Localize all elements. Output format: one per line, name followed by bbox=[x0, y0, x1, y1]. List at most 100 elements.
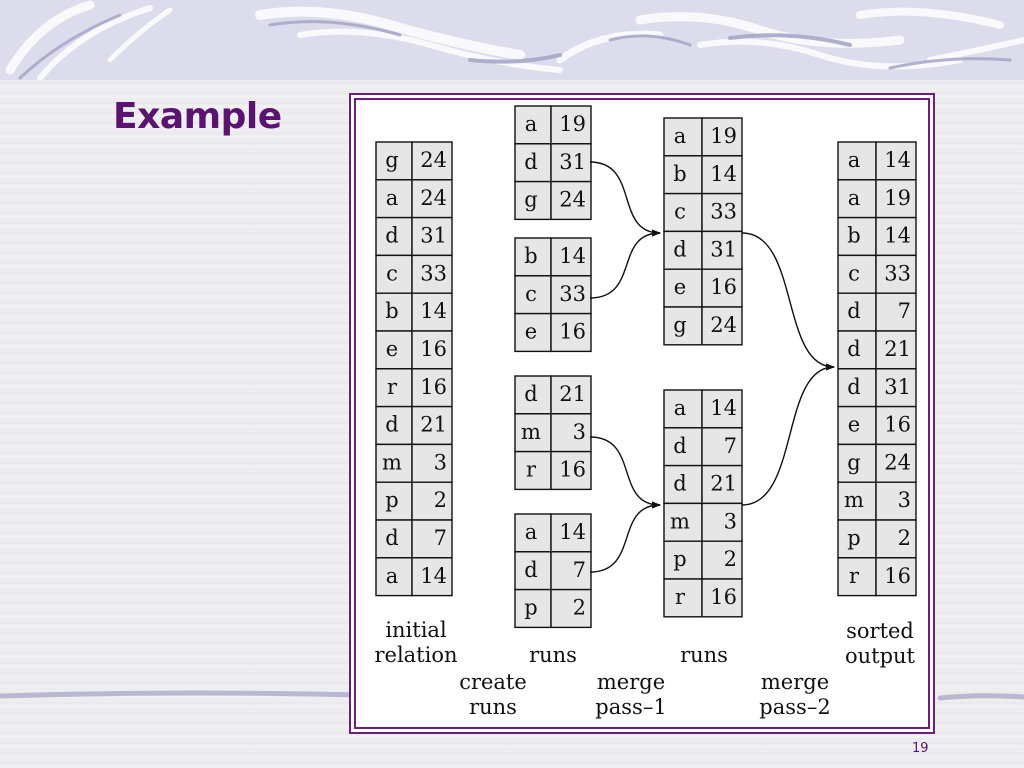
value-cell bbox=[550, 312, 592, 353]
key-cell bbox=[837, 481, 877, 521]
key-cell bbox=[837, 179, 877, 219]
key-text: r bbox=[849, 564, 860, 588]
value-text: 16 bbox=[884, 564, 911, 588]
key-text: a bbox=[848, 186, 861, 210]
arrow-merged-2-to-output bbox=[741, 363, 835, 506]
value-cell bbox=[875, 368, 917, 408]
key-cell bbox=[837, 254, 877, 294]
table-row: c 33 bbox=[837, 254, 917, 294]
value-text: 21 bbox=[420, 413, 447, 437]
value-text: 24 bbox=[884, 450, 911, 474]
value-text: 16 bbox=[559, 458, 586, 482]
value-text: 24 bbox=[420, 148, 447, 172]
value-text: 2 bbox=[724, 547, 737, 571]
arrow-run-1-to-merge-1 bbox=[589, 161, 661, 237]
key-text: p bbox=[385, 488, 398, 512]
key-cell bbox=[375, 481, 413, 521]
value-cell bbox=[550, 180, 592, 221]
value-cell bbox=[701, 306, 743, 346]
key-cell bbox=[514, 312, 552, 353]
key-text: r bbox=[675, 585, 686, 609]
label-line: initial bbox=[385, 618, 447, 642]
decorative-swoosh bbox=[0, 690, 1024, 701]
key-cell bbox=[514, 413, 552, 453]
label-line: pass–1 bbox=[595, 695, 666, 719]
arrow-run-3-to-merge-2 bbox=[589, 436, 661, 509]
value-cell bbox=[411, 405, 453, 446]
value-cell bbox=[411, 292, 453, 332]
value-text: 31 bbox=[884, 375, 911, 399]
value-text: 14 bbox=[884, 148, 911, 172]
value-text: 2 bbox=[573, 596, 586, 620]
table-row: a 19 bbox=[837, 179, 917, 219]
value-text: 33 bbox=[710, 200, 737, 224]
value-text: 16 bbox=[710, 275, 737, 299]
key-cell bbox=[375, 443, 413, 483]
key-text: p bbox=[524, 596, 537, 620]
value-text: 14 bbox=[420, 564, 447, 588]
value-cell bbox=[411, 368, 453, 408]
value-cell bbox=[875, 519, 917, 559]
value-text: 33 bbox=[420, 261, 447, 285]
key-text: a bbox=[525, 520, 538, 544]
value-cell bbox=[701, 389, 743, 429]
value-cell bbox=[411, 330, 453, 370]
value-cell bbox=[875, 216, 917, 257]
key-text: r bbox=[526, 458, 537, 482]
key-cell bbox=[663, 155, 703, 195]
slide-title: Example bbox=[113, 96, 282, 137]
value-text: 21 bbox=[559, 382, 586, 406]
key-text: d bbox=[524, 150, 537, 174]
key-text: c bbox=[848, 261, 860, 285]
key-cell bbox=[375, 292, 413, 332]
arrow-run-2-to-merge-1 bbox=[589, 229, 661, 299]
value-text: 19 bbox=[884, 186, 911, 210]
value-cell bbox=[875, 330, 917, 370]
key-text: g bbox=[673, 313, 686, 337]
value-text: 14 bbox=[710, 162, 737, 186]
key-text: e bbox=[386, 337, 398, 361]
key-cell bbox=[375, 141, 413, 181]
key-cell bbox=[514, 588, 552, 629]
key-text: e bbox=[848, 413, 860, 437]
label-line: merge bbox=[597, 670, 665, 694]
key-text: m bbox=[521, 420, 541, 444]
key-cell bbox=[514, 237, 552, 277]
key-cell bbox=[663, 117, 703, 157]
value-text: 33 bbox=[559, 282, 586, 306]
key-text: p bbox=[847, 526, 860, 550]
value-cell bbox=[411, 519, 453, 559]
key-cell bbox=[514, 375, 552, 415]
key-text: a bbox=[386, 186, 399, 210]
value-text: 19 bbox=[710, 124, 737, 148]
value-cell bbox=[411, 443, 453, 483]
value-cell bbox=[875, 481, 917, 521]
value-cell bbox=[550, 450, 592, 491]
key-cell bbox=[514, 513, 552, 553]
label-line: relation bbox=[374, 643, 457, 667]
value-text: 33 bbox=[884, 261, 911, 285]
value-text: 19 bbox=[559, 112, 586, 136]
key-cell bbox=[837, 405, 877, 446]
label-line: runs bbox=[529, 643, 577, 667]
key-cell bbox=[514, 450, 552, 491]
